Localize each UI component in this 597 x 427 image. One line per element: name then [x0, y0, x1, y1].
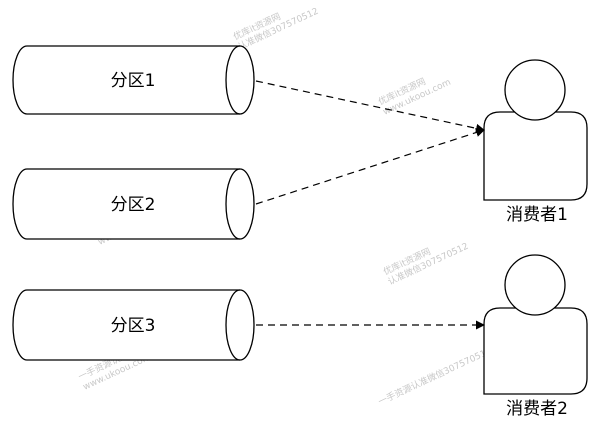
partition-label: 分区2 — [111, 195, 156, 215]
consumer-label: 消费者1 — [506, 205, 568, 225]
partition-cylinder-end — [225, 168, 241, 240]
arrow-partition1-to-consumer1 — [255, 80, 485, 133]
consumer-label: 消费者2 — [506, 399, 568, 419]
consumer-1: 消费者1 — [483, 59, 588, 225]
partition-label: 分区1 — [111, 71, 156, 91]
arrow-partition2-to-consumer1 — [255, 128, 485, 205]
consumer-head-icon — [504, 59, 566, 121]
watermark-text: 一手资源认准微信307570512 — [376, 345, 493, 408]
partition-cylinder-end — [225, 289, 241, 361]
consumer-2: 消费者2 — [483, 254, 588, 419]
partition-2: 分区2 — [12, 168, 255, 240]
partition-1: 分区1 — [12, 45, 255, 115]
partition-cylinder-end — [225, 45, 241, 115]
partition-label: 分区3 — [111, 316, 156, 336]
consumer-head-icon — [504, 254, 566, 316]
consumer-body-icon — [483, 307, 588, 395]
consumer-body-icon — [483, 111, 588, 201]
partition-3: 分区3 — [12, 289, 255, 361]
